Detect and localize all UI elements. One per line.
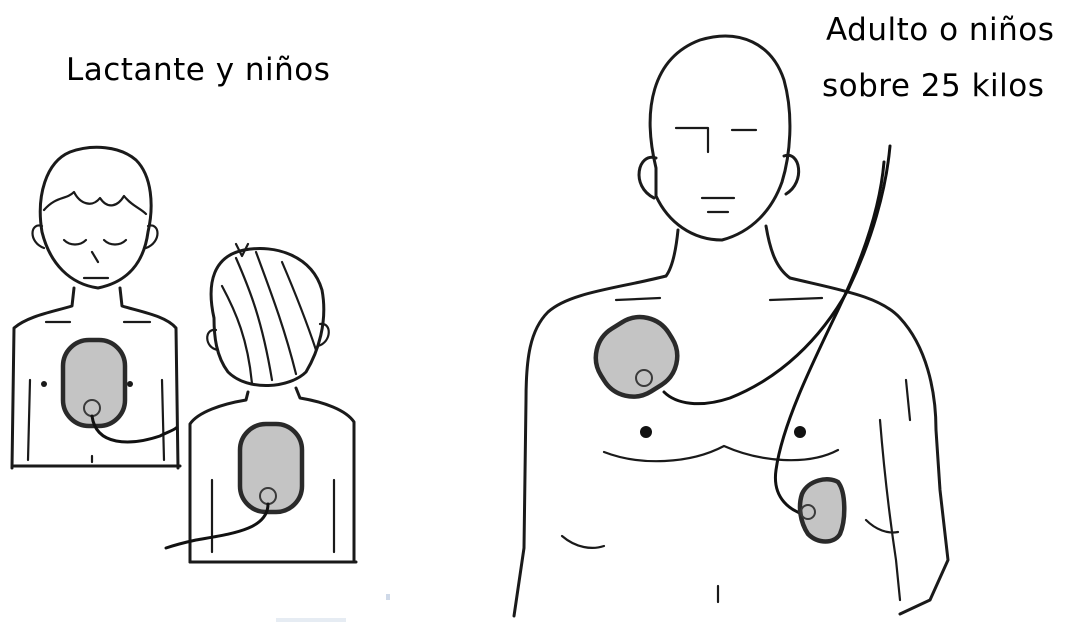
child-back-hair-1 bbox=[236, 258, 272, 380]
child-front-arm-right bbox=[162, 380, 164, 460]
adult-arm-inner-right bbox=[880, 420, 900, 600]
adult-axilla-right bbox=[906, 380, 910, 420]
child-front-nipple-left bbox=[41, 381, 47, 387]
adult-nipple-right bbox=[794, 426, 806, 438]
child-front-eye-right bbox=[104, 240, 126, 245]
child-front-nipple-right bbox=[127, 381, 133, 387]
adult-rib-left bbox=[562, 536, 604, 548]
child-back-head bbox=[211, 249, 324, 386]
child-front-hair bbox=[44, 192, 146, 214]
adult-rib-right bbox=[866, 520, 898, 533]
adult-neck-right bbox=[766, 226, 790, 278]
adult-pec-line bbox=[604, 446, 838, 461]
child-back-hair-4 bbox=[282, 262, 316, 350]
child-back-figure bbox=[166, 244, 356, 562]
child-front-chest-pad bbox=[63, 340, 125, 426]
child-front-head bbox=[40, 147, 151, 288]
adult-cable-lower bbox=[775, 162, 884, 516]
adult-cable-upper bbox=[664, 146, 890, 404]
child-front-arm-left bbox=[28, 380, 30, 460]
adult-nipple-left bbox=[640, 426, 652, 438]
adult-upper-right-chest-pad bbox=[583, 304, 690, 409]
adult-front-figure bbox=[514, 36, 948, 616]
child-back-hair-2 bbox=[256, 252, 296, 374]
adult-head bbox=[650, 36, 790, 240]
adult-neck-left bbox=[666, 230, 678, 276]
adult-lower-left-side-pad bbox=[800, 479, 844, 541]
artifact-mark bbox=[386, 594, 390, 600]
child-front-eye-left bbox=[64, 240, 86, 245]
adult-collar-right bbox=[770, 298, 822, 300]
adult-shoulder-right bbox=[790, 278, 948, 614]
child-front-figure bbox=[12, 147, 180, 468]
child-front-nose bbox=[92, 252, 98, 262]
adult-collar-left bbox=[616, 298, 660, 300]
adult-eye-left bbox=[676, 128, 708, 152]
child-back-pad bbox=[240, 424, 302, 512]
artifact-bar bbox=[276, 618, 346, 622]
